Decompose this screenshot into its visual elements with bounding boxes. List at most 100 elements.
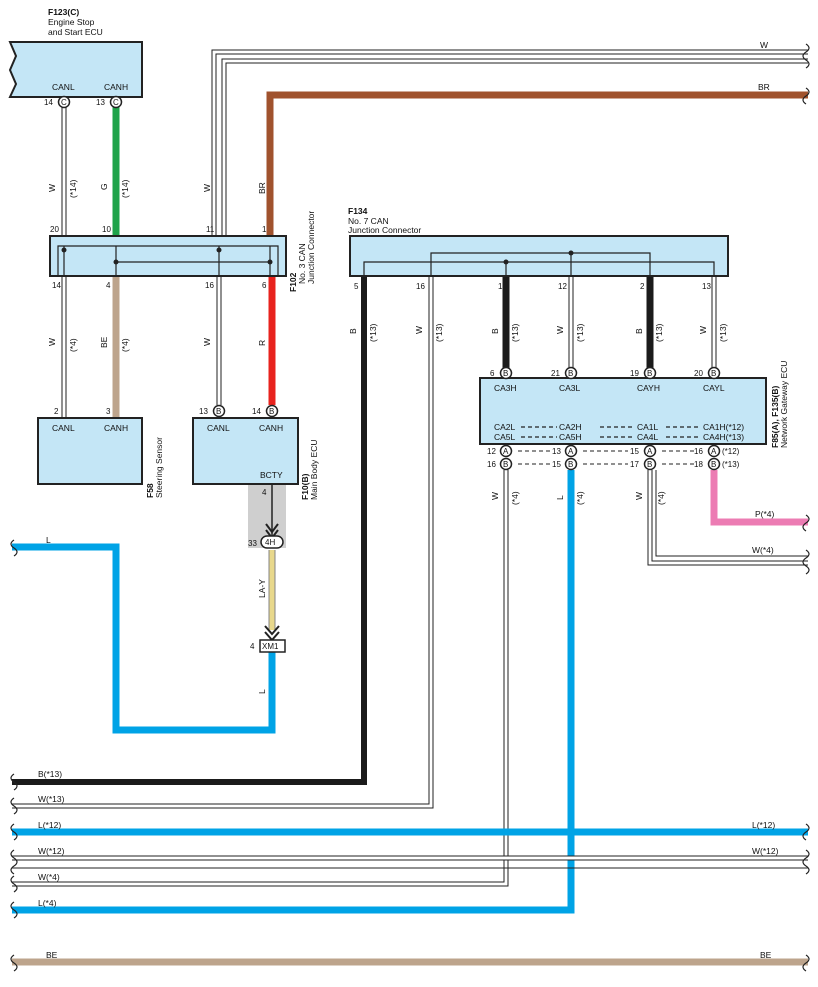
- edge-label-w4-right: W(*4): [752, 545, 774, 555]
- f85-note-row1: (*12): [722, 447, 740, 456]
- wire-labels-gateway: W (*4) L (*4) W (*4): [490, 491, 666, 505]
- wire-note: (*14): [120, 179, 130, 198]
- f102-code: F102: [288, 272, 298, 292]
- wire-note: (*14): [68, 179, 78, 198]
- wire-labels-f134: B (*13) W (*13) B (*13) W (*13) B (*13) …: [348, 323, 728, 342]
- f102-pin-top-2: 10: [102, 225, 111, 234]
- f85-code: F85(A), F135(B): [770, 385, 780, 448]
- f102-pin-bottom-1: 14: [52, 281, 61, 290]
- wire-note: (*4): [68, 338, 78, 352]
- f102-pin-bottom-3: 16: [205, 281, 214, 290]
- wire-label-br: BR: [257, 182, 267, 194]
- wire-labels-f102-lower: W (*4) BE (*4) W R: [47, 336, 267, 352]
- f85-inner-ca5h: CA5H: [559, 432, 582, 442]
- svg-text:A: A: [503, 447, 509, 456]
- f58-code: F58: [145, 483, 155, 498]
- wire-label-be: BE: [99, 336, 109, 348]
- f85-label-ca3h: CA3H: [494, 383, 517, 393]
- f58-canh-label: CANH: [104, 423, 128, 433]
- wire-note: (*13): [575, 323, 585, 342]
- f102-pin-top-4: 1: [262, 225, 267, 234]
- f85-top-pin-4: 20: [694, 369, 703, 378]
- wire-label-w: W: [202, 338, 212, 346]
- f85-top-pin-2: 21: [551, 369, 560, 378]
- f85-name: Network Gateway ECU: [779, 361, 789, 448]
- f102-pin-top-1: 20: [50, 225, 59, 234]
- wire-note: (*4): [575, 491, 585, 505]
- wire-note: (*13): [510, 323, 520, 342]
- f102-pin-top-3: 11: [206, 225, 215, 234]
- svg-text:A: A: [711, 447, 717, 456]
- edge-label-w12-right: W(*12): [752, 846, 779, 856]
- svg-text:A: A: [647, 447, 653, 456]
- f10-canl-label: CANL: [207, 423, 230, 433]
- f123-name-1: Engine Stop: [48, 17, 95, 27]
- wire-label-w: W: [634, 492, 644, 500]
- f85-inner-ca1l: CA1L: [637, 422, 659, 432]
- f85-bottom1-pin-2: 13: [552, 447, 561, 456]
- f123-conn-c-2: C: [113, 98, 119, 107]
- wire-gw-w-c: [655, 470, 808, 557]
- f134-name-1: No. 7 CAN: [348, 216, 389, 226]
- f85-inner-ca2h: CA2H: [559, 422, 582, 432]
- xm1-pin: 4: [250, 642, 255, 651]
- f85-top-pin-1: 6: [490, 369, 495, 378]
- wire-label-w: W: [555, 326, 565, 334]
- edge-label-l4-left: L(*4): [38, 898, 57, 908]
- f58-steering-sensor: 2 3 CANL CANH F58 Steering Sensor: [37, 407, 164, 498]
- junction-4h-label: 4H: [265, 538, 275, 547]
- wires-layer: [12, 49, 808, 966]
- f85-bottom1-pin-1: 12: [487, 447, 496, 456]
- wire-label-b: B: [490, 328, 500, 334]
- f85-bottom2-pin-1: 16: [487, 460, 496, 469]
- svg-text:B: B: [711, 460, 716, 469]
- f134-code: F134: [348, 206, 368, 216]
- f85-note-row2: (*13): [722, 460, 740, 469]
- f85-label-ca3l: CA3L: [559, 383, 581, 393]
- f102-pin-bottom-2: 4: [106, 281, 111, 290]
- f134-pin-6: 13: [702, 282, 711, 291]
- f102-pin-bottom-4: 6: [262, 281, 267, 290]
- svg-text:B: B: [503, 460, 508, 469]
- f10-main-body-ecu: 13 B 14 B CANL CANH BCTY F10(B) Main Bod…: [192, 404, 319, 500]
- svg-text:B: B: [503, 369, 508, 378]
- f85-bottom2-pin-2: 15: [552, 460, 561, 469]
- f123-conn-c-1: C: [61, 98, 67, 107]
- wire-label-w: W: [202, 184, 212, 192]
- svg-text:A: A: [568, 447, 574, 456]
- wire-left-l: [12, 543, 276, 734]
- edge-label-p4: P(*4): [755, 509, 775, 519]
- f123-canh-label: CANH: [104, 82, 128, 92]
- f10-conn-b: B: [269, 407, 274, 416]
- f123-pin-canl: 14: [44, 98, 53, 107]
- f85-label-cayh: CAYH: [637, 383, 660, 393]
- wire-gw-l: [12, 470, 575, 914]
- edge-label-br: BR: [758, 82, 770, 92]
- f134-name-2: Junction Connector: [348, 225, 421, 235]
- f134-pin-3: 1: [498, 282, 503, 291]
- f134-pin-4: 12: [558, 282, 567, 291]
- svg-text:B: B: [711, 369, 716, 378]
- f123-pin-canh: 13: [96, 98, 105, 107]
- edge-label-be-right: BE: [760, 950, 772, 960]
- wire-label-w: W: [47, 338, 57, 346]
- wire-w-top-inner: [221, 58, 808, 236]
- wire-label-b: B: [634, 328, 644, 334]
- wire-labels-f123: W (*14) G (*14) W BR W BR: [47, 40, 770, 198]
- f102-name-2: Junction Connector: [306, 211, 316, 284]
- f10-bcty-label: BCTY: [260, 470, 283, 480]
- f85-inner-ca5l: CA5L: [494, 432, 516, 442]
- wire-note: (*13): [434, 323, 444, 342]
- wire-note: (*4): [510, 491, 520, 505]
- edge-label-be-left: BE: [46, 950, 58, 960]
- wire-label-w: W: [414, 326, 424, 334]
- svg-text:B: B: [568, 369, 573, 378]
- f85-bottom2-pin-3: 17: [630, 460, 639, 469]
- wire-note: (*4): [120, 338, 130, 352]
- f134-junction-connector: F134 No. 7 CAN Junction Connector 5 16 1…: [348, 206, 729, 291]
- wire-note: (*13): [654, 323, 664, 342]
- break-marks: [10, 43, 810, 972]
- xm1-label: XM1: [262, 642, 279, 651]
- f10-pin-canh: 14: [252, 407, 261, 416]
- f85-inner-ca2l: CA2L: [494, 422, 516, 432]
